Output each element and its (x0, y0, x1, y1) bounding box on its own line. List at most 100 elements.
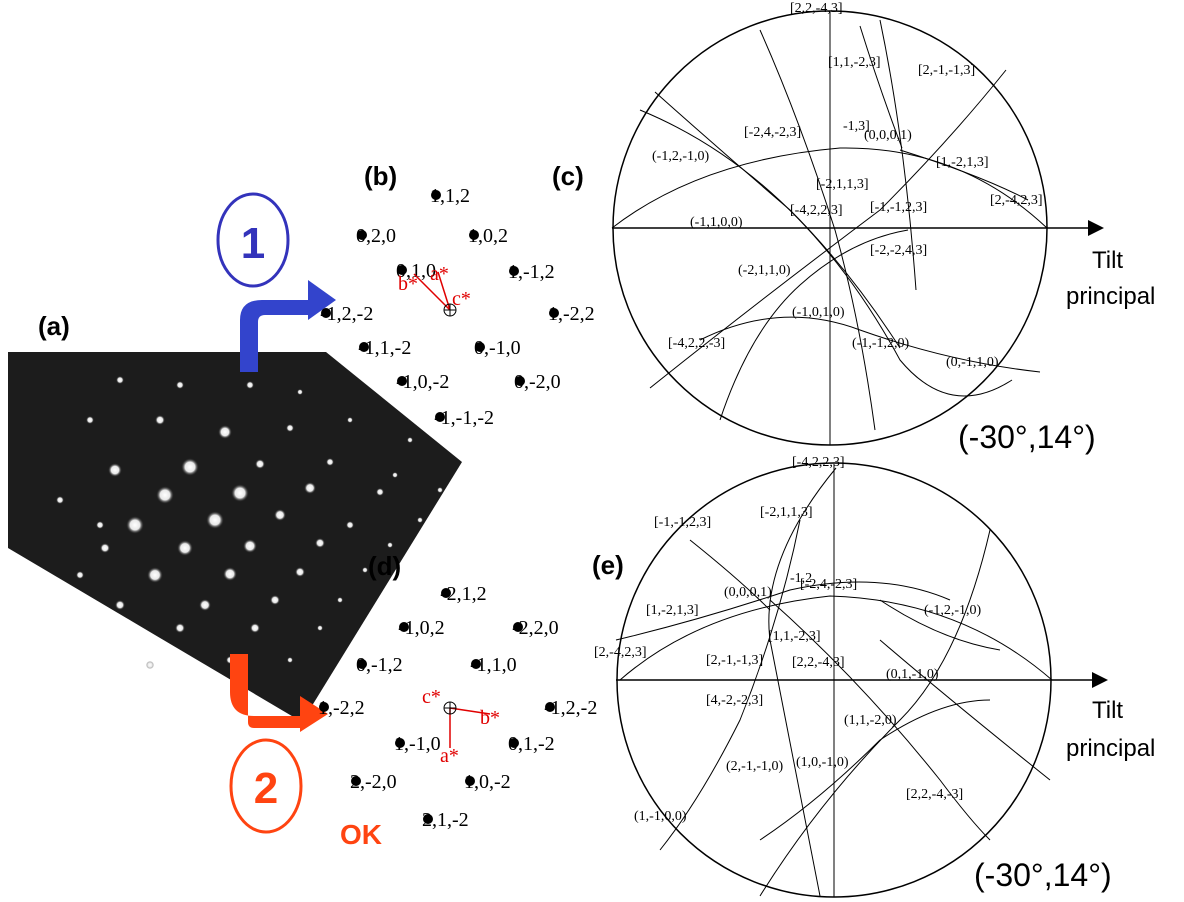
diffraction-spot (218, 425, 232, 439)
reflection-spot (397, 376, 407, 386)
diffraction-spot (287, 657, 293, 663)
pole-label: [-2,4,-2,3] (800, 577, 857, 592)
vector-c-star: c* (422, 686, 441, 708)
reflection-spot (513, 622, 523, 632)
pole-label: (-1,-1,2,0) (852, 336, 909, 351)
angle-label-e: (-30°,14°) (974, 857, 1112, 893)
reflection-spot (399, 622, 409, 632)
panel-label-e: (e) (592, 550, 624, 580)
reflection-label: 0,-2,0 (514, 371, 561, 393)
reflection-spot (351, 776, 361, 786)
reflection-label: 0,1,0 (396, 260, 436, 282)
diffraction-spot (255, 459, 265, 469)
diffraction-spot (270, 595, 280, 605)
pole-label: [1,-2,1,3] (936, 155, 989, 170)
diffraction-spot (115, 600, 125, 610)
pole-label: [1,-2,1,3] (646, 603, 699, 618)
diffraction-spot (116, 376, 124, 384)
diffraction-photo (8, 352, 462, 722)
diffraction-spot (347, 417, 353, 423)
pole-label: [2,2,-4,3] (792, 655, 845, 670)
reflection-spot (423, 814, 433, 824)
diffraction-spot (199, 599, 211, 611)
reflection-spot (431, 190, 441, 200)
reflection-label: 1,-1,2 (508, 261, 555, 283)
reflection-label: 1,0,-2 (464, 771, 511, 793)
pole-label: (0,1,-1,0) (886, 667, 939, 682)
reflection-label: 1,-2,2 (318, 697, 365, 719)
reflection-label: 1,1,2 (430, 185, 470, 207)
pole-label: [2,-4,2,3] (594, 645, 647, 660)
vector-a-star: a* (440, 745, 459, 767)
pole-label: (0,-1,1,0) (946, 355, 999, 370)
pole-label: (-2,1,1,0) (738, 263, 791, 278)
reflection-label: 1,-2,2 (548, 303, 595, 325)
diffraction-spot (304, 482, 316, 494)
diffraction-spot (376, 488, 384, 496)
reflection-label: -1,1,-2 (358, 337, 411, 359)
reflection-spot (441, 588, 451, 598)
basis-vectors-d: c* b* a* (422, 686, 500, 767)
diffraction-spot (206, 511, 224, 529)
reflection-spot (319, 702, 329, 712)
pole-label: -1,2 (790, 571, 812, 586)
diffraction-spot (337, 597, 343, 603)
pole-label: [2,2,-4,-3] (906, 787, 963, 802)
pole-labels-e: [-4,2,2,3][-2,1,1,3][-1,-1,2,3]-1,2[-2,4… (594, 455, 981, 824)
reflection-spot (397, 265, 407, 275)
pole-label: [1,1,-2,3] (768, 629, 821, 644)
diffraction-spot (297, 389, 303, 395)
panel-label-c: (c) (552, 161, 584, 191)
diffraction-spot (231, 484, 249, 502)
step-1-label: 1 (241, 219, 265, 268)
pole-label: [2,-1,-1,3] (706, 653, 763, 668)
pole-label: [-2,1,1,3] (816, 177, 869, 192)
reflection-spot (471, 659, 481, 669)
pole-label: (1,0,-1,0) (796, 755, 849, 770)
reflection-label: 1,-1,0 (394, 733, 441, 755)
diffraction-spot (175, 623, 185, 633)
diffraction-spot (176, 381, 184, 389)
reflection-spot (549, 308, 559, 318)
diffraction-spot (146, 661, 154, 669)
diffraction-spot (317, 625, 323, 631)
angle-label-c: (-30°,14°) (958, 419, 1096, 455)
reflection-label: -1,0,2 (398, 617, 445, 639)
diffraction-spot (96, 521, 104, 529)
pole-label: [-2,1,1,3] (760, 505, 813, 520)
diffraction-spot (76, 571, 84, 579)
pole-label: (1,-1,0,0) (634, 809, 687, 824)
diffraction-spot (177, 540, 193, 556)
reflection-label: 1,0,2 (468, 225, 508, 247)
pole-label: (-1,2,-1,0) (924, 603, 981, 618)
pole-label: [-2,-2,4,3] (870, 243, 927, 258)
reflection-spot (515, 376, 525, 386)
diffraction-spot (437, 487, 443, 493)
pole-label: [-4,2,2,-3] (668, 336, 725, 351)
pole-label: [2,2,-4,3] (790, 1, 843, 16)
pole-label: [2,-4,2,3] (990, 193, 1043, 208)
reflection-spot (545, 702, 555, 712)
reflection-label: -1,2,-2 (320, 303, 373, 325)
diffraction-spot (223, 567, 237, 581)
reflection-spot (395, 738, 405, 748)
pole-label: -1,3] (843, 119, 870, 134)
pole-label: (1,1,-2,0) (844, 713, 897, 728)
pole-label: [-1,-1,2,3] (654, 515, 711, 530)
reflection-label: 2,-2,0 (350, 771, 397, 793)
reflection-label: -1,2,-2 (544, 697, 597, 719)
diffraction-spot (326, 458, 334, 466)
diffraction-spot (156, 486, 174, 504)
pole-label: [-2,4,-2,3] (744, 125, 801, 140)
diffraction-spot (286, 424, 294, 432)
diffraction-spot (243, 539, 257, 553)
reflection-label: -1,0,-2 (396, 371, 449, 393)
reflection-spot (359, 342, 369, 352)
arrow-1 (240, 280, 336, 372)
reflection-label: 0,-1,2 (356, 654, 403, 676)
diffraction-spot (155, 415, 165, 425)
vector-b-star: b* (480, 707, 500, 729)
diffraction-spot (86, 416, 94, 424)
diffraction-spot (362, 567, 368, 573)
step-1-circle (216, 192, 290, 288)
